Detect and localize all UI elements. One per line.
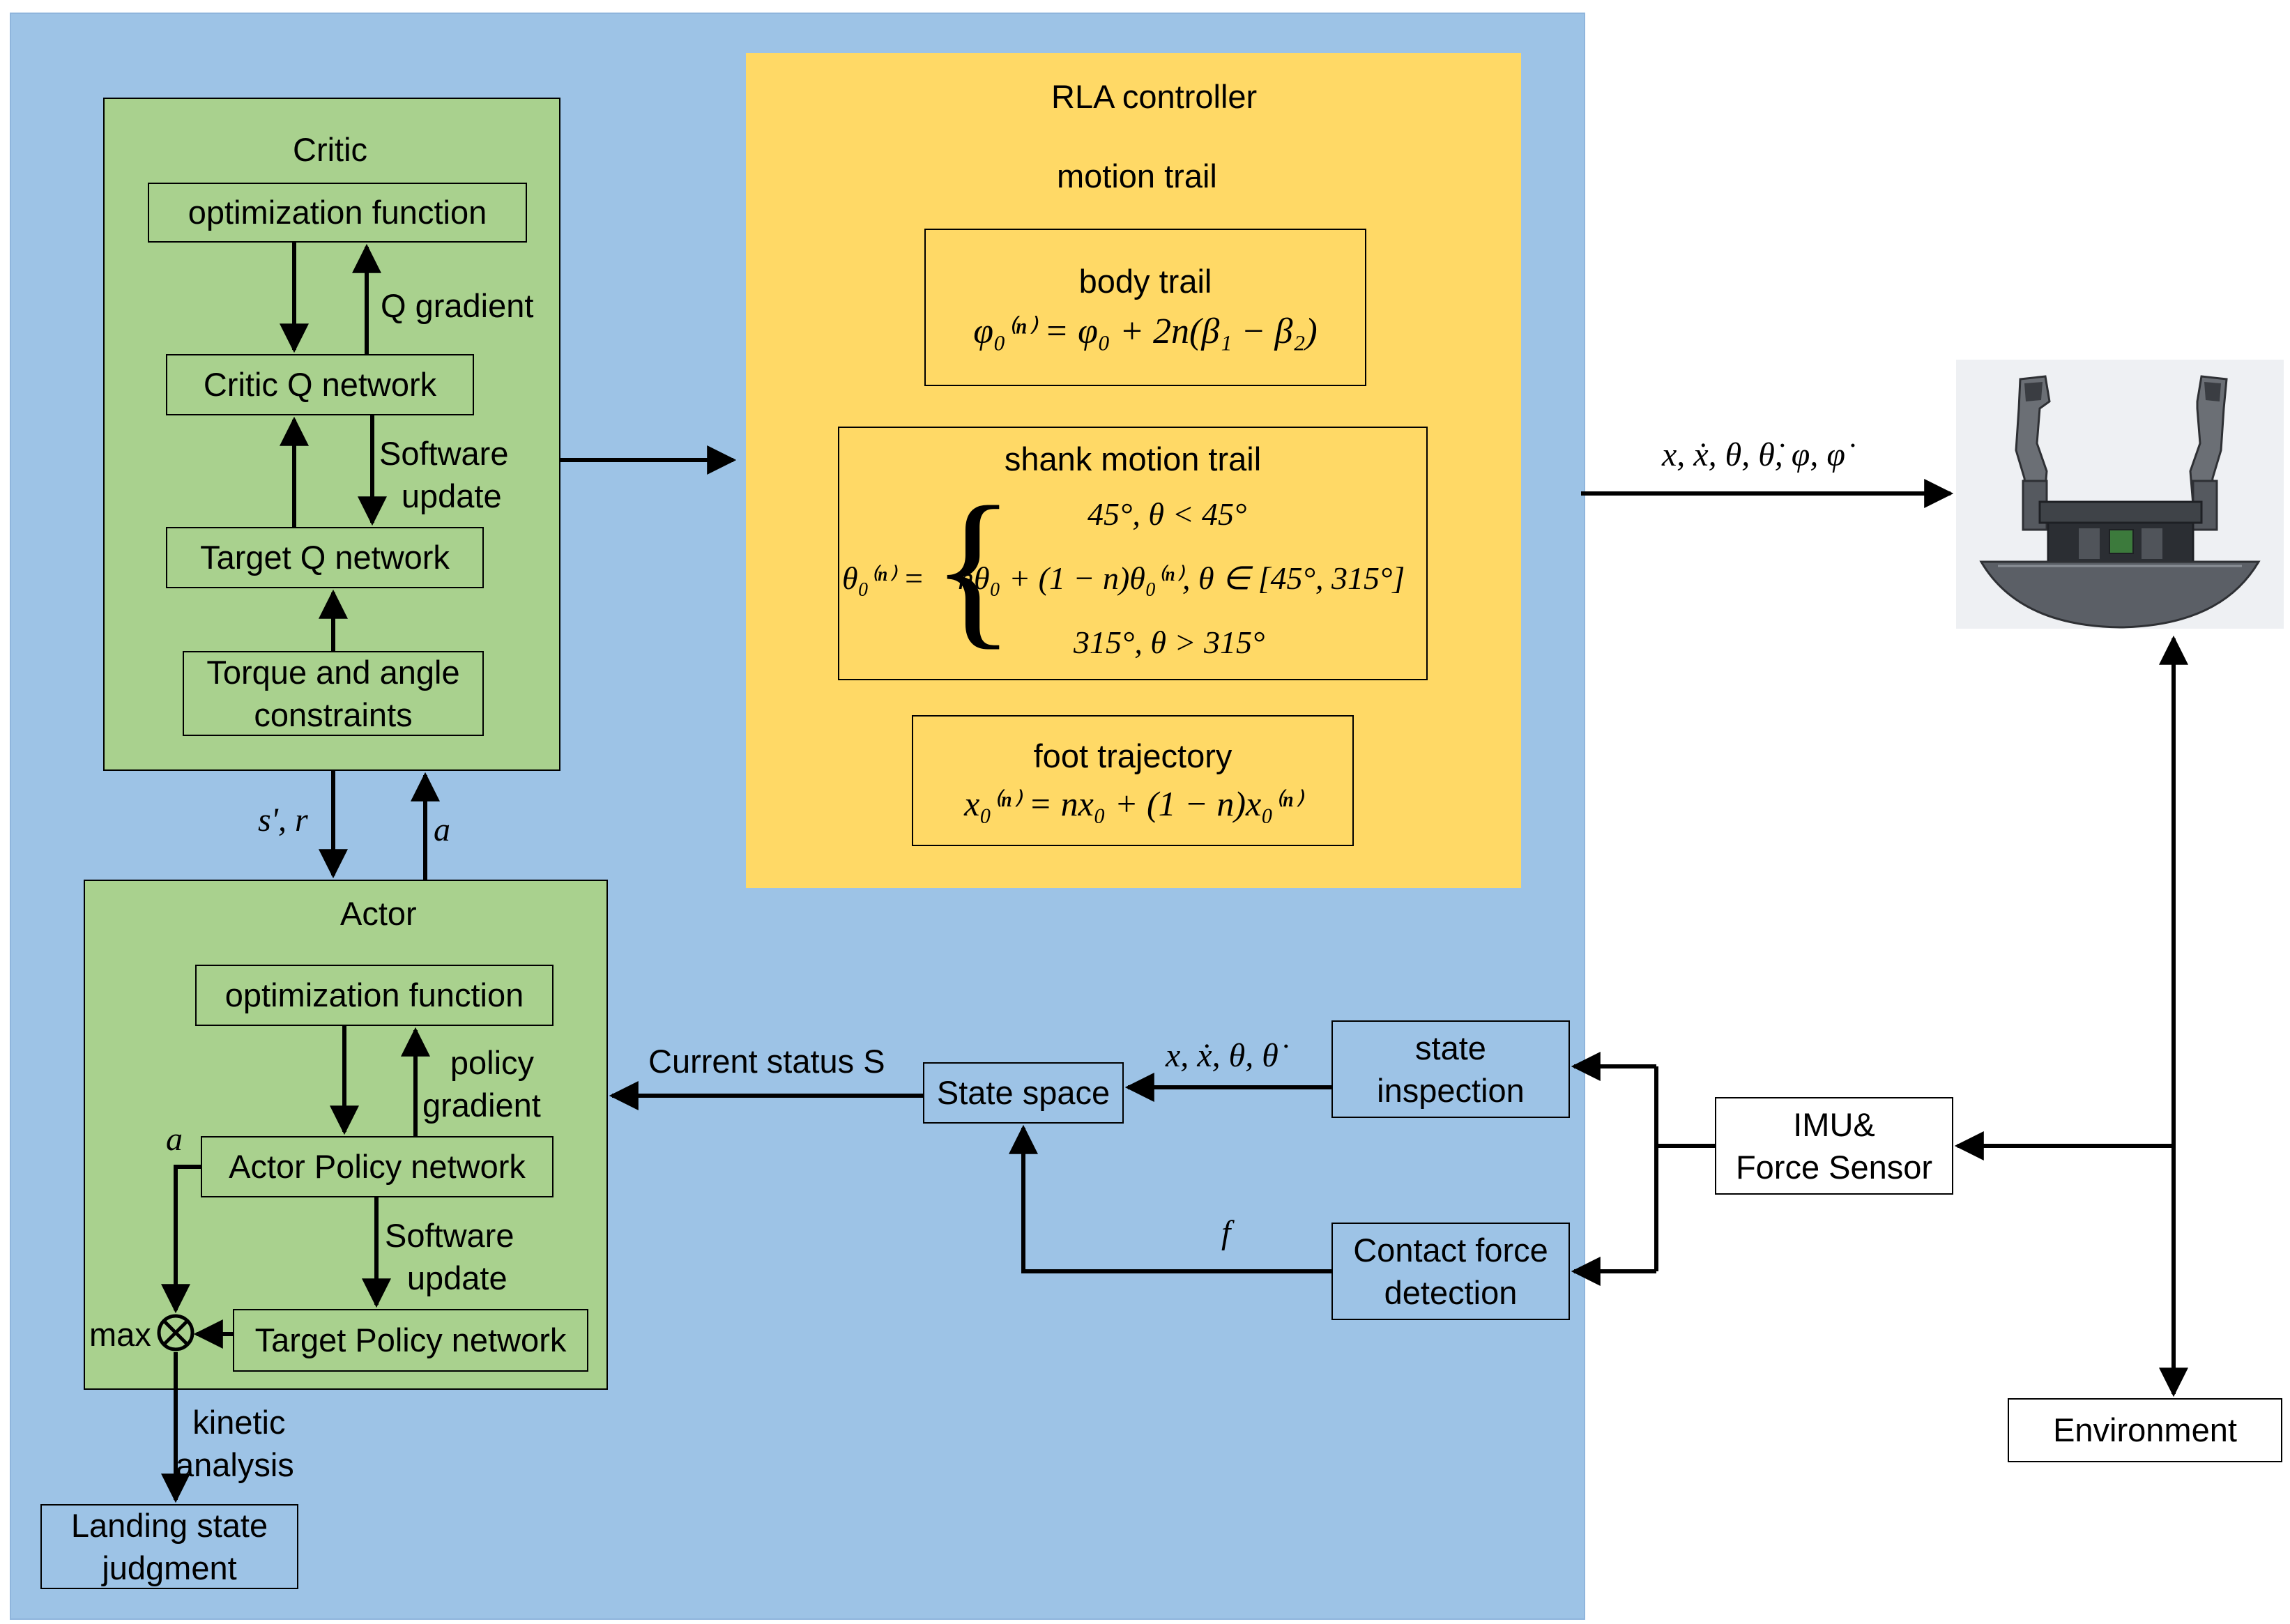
- q-gradient-label: Q gradient: [381, 287, 534, 324]
- actor-a-label: a: [166, 1121, 183, 1158]
- torque-constraints-line1: Torque and angle: [206, 653, 460, 691]
- policy-gradient-line2: gradient: [422, 1087, 541, 1124]
- actor-software-line1: Software: [385, 1217, 514, 1254]
- actor-policy-network-label: Actor Policy network: [229, 1148, 526, 1186]
- body-trail-label: body trail: [1078, 262, 1212, 300]
- imu-line2: Force Sensor: [1735, 1149, 1933, 1186]
- s-prime-r-label: s', r: [258, 802, 308, 838]
- imu-force-sensor-box: IMU& Force Sensor: [1715, 1097, 1953, 1195]
- environment-label: Environment: [2053, 1411, 2237, 1449]
- shank-case3: 315°, θ > 315°: [1074, 625, 1265, 660]
- critic-q-network-label: Critic Q network: [203, 366, 437, 404]
- shank-brace: {: [931, 471, 1015, 664]
- shank-case2: nθ₀ + (1 − n)θ₀⁽ⁿ⁾, θ ∈ [45°, 315°]: [958, 560, 1405, 596]
- state-space-box: State space: [923, 1062, 1124, 1124]
- kinetic-line2: analysis: [176, 1446, 294, 1484]
- contact-force-line1: Contact force: [1353, 1231, 1548, 1269]
- biped-robot-icon: [1979, 375, 2261, 629]
- contact-force-line2: detection: [1384, 1274, 1518, 1311]
- output-vars-label: x, ẋ, θ, θ̇, φ, φ̇: [1662, 436, 1845, 473]
- rla-subtitle: motion trail: [1057, 158, 1217, 194]
- rla-controller-panel: [746, 53, 1521, 888]
- foot-trajectory-label: foot trajectory: [1033, 737, 1232, 774]
- body-trail-box: body trail φ₀⁽ⁿ⁾ = φ₀ + 2n(β₁ − β₂): [924, 229, 1366, 386]
- state-space-label: State space: [936, 1074, 1110, 1112]
- actor-optimization-box: optimization function: [195, 965, 554, 1026]
- shank-lhs: θ₀⁽ⁿ⁾ =: [842, 560, 925, 596]
- policy-gradient-label: policy gradient: [422, 1041, 541, 1126]
- critic-software-line2: update: [401, 477, 502, 515]
- max-label: max: [89, 1316, 151, 1353]
- shank-trail-box: shank motion trail: [838, 427, 1428, 680]
- state-inspection-box: state inspection: [1331, 1020, 1570, 1118]
- target-q-network-label: Target Q network: [200, 539, 450, 576]
- state-inspection-line2: inspection: [1377, 1072, 1525, 1109]
- critic-software-line1: Software: [379, 435, 509, 472]
- kinetic-line1: kinetic: [192, 1404, 286, 1441]
- landing-state-box: Landing state judgment: [40, 1504, 298, 1589]
- torque-constraints-line2: constraints: [254, 696, 413, 733]
- f-label: f: [1221, 1214, 1231, 1251]
- landing-state-line1: Landing state: [70, 1506, 268, 1544]
- torque-constraints-box: Torque and angle constraints: [183, 651, 484, 736]
- state-inspection-line1: state: [1415, 1029, 1486, 1066]
- critic-title: Critic: [293, 131, 368, 168]
- environment-box: Environment: [2008, 1398, 2282, 1462]
- actor-policy-network-box: Actor Policy network: [201, 1136, 554, 1197]
- kinetic-analysis-label: kinetic analysis: [176, 1401, 294, 1486]
- critic-optimization-label: optimization function: [188, 194, 487, 231]
- foot-trajectory-box: foot trajectory x₀⁽ⁿ⁾ = nx₀ + (1 − n)x₀⁽…: [912, 715, 1354, 846]
- body-trail-equation: φ₀⁽ⁿ⁾ = φ₀ + 2n(β₁ − β₂): [973, 311, 1318, 351]
- actor-software-update-label: Software update: [385, 1214, 514, 1299]
- shank-case1: 45°, θ < 45°: [1087, 496, 1247, 532]
- imu-line1: IMU&: [1793, 1105, 1875, 1143]
- foot-trajectory-equation: x₀⁽ⁿ⁾ = nx₀ + (1 − n)x₀⁽ⁿ⁾: [964, 784, 1302, 824]
- contact-force-box: Contact force detection: [1331, 1223, 1570, 1320]
- critic-software-update-label: Software update: [379, 432, 508, 517]
- circle-times-icon: [157, 1314, 194, 1351]
- actor-optimization-label: optimization function: [224, 976, 524, 1014]
- target-policy-network-label: Target Policy network: [254, 1322, 567, 1359]
- current-status-label: Current status S: [648, 1043, 885, 1080]
- critic-panel: [103, 98, 560, 771]
- state-vars-label: x, ẋ, θ, θ̇: [1166, 1037, 1278, 1074]
- critic-q-network-box: Critic Q network: [166, 354, 474, 415]
- shank-trail-label: shank motion trail: [1004, 441, 1262, 477]
- target-policy-network-box: Target Policy network: [233, 1309, 588, 1372]
- robot-image: [1956, 360, 2284, 629]
- landing-state-line2: judgment: [102, 1549, 237, 1586]
- rla-title: RLA controller: [1051, 78, 1258, 115]
- target-q-network-box: Target Q network: [166, 527, 484, 588]
- actor-software-line2: update: [406, 1259, 507, 1297]
- critic-optimization-box: optimization function: [148, 183, 527, 243]
- actor-title: Actor: [340, 895, 417, 932]
- a-link-label: a: [434, 811, 450, 848]
- policy-gradient-line1: policy: [450, 1044, 535, 1081]
